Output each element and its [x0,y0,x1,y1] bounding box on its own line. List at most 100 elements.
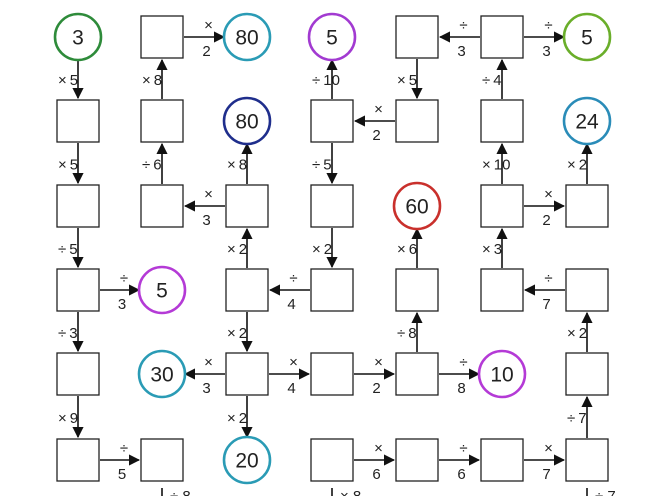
operation-symbol: × [374,440,383,457]
operation-label: × 2 [567,325,587,342]
circle-ring [562,12,612,62]
answer-box[interactable] [395,352,439,396]
answer-box[interactable] [395,268,439,312]
operation-arrow: ÷ 3 [58,312,84,353]
operation-arrow: ÷4 [268,270,310,313]
operation-label: ÷ 7 [567,410,587,427]
operation-number: 8 [457,380,465,397]
operation-arrow: ÷ 6 [142,142,168,184]
answer-box[interactable] [480,99,524,143]
operation-label: × 6 [397,241,417,258]
answer-box[interactable] [140,15,184,59]
operation-label: ÷ 4 [482,72,502,89]
operation-symbol: × [374,354,383,371]
operation-arrow: ÷3 [438,17,480,60]
answer-box[interactable] [310,184,354,228]
operation-arrow: ×2 [353,101,395,144]
operation-label: × 2 [567,157,587,174]
operation-arrow: × 2 [567,311,593,352]
answer-box[interactable] [225,268,269,312]
answer-box[interactable] [140,438,184,482]
operation-symbol: × [544,186,553,203]
operation-number: 2 [372,127,380,144]
operation-arrow: × 9 [58,396,84,439]
operation-arrow: ×2 [354,354,396,397]
answer-box[interactable] [225,352,269,396]
circle-value: 20 [235,450,258,473]
operation-label: × 3 [482,241,502,258]
arrows-layer: ×2÷3÷3× 5× 8÷ 10× 5÷ 4×2× 5÷ 6× 8÷ 5× 10… [58,17,616,496]
number-circle: 60 [392,181,442,231]
answer-box[interactable] [480,184,524,228]
operation-number: 2 [542,212,550,229]
operation-symbol: × [204,186,213,203]
answer-box[interactable] [56,268,100,312]
operation-symbol: ÷ [459,17,467,34]
answer-box[interactable] [310,268,354,312]
answer-box[interactable] [480,438,524,482]
answer-box[interactable] [56,438,100,482]
answer-box[interactable] [140,184,184,228]
operation-arrow: ÷7 [523,270,565,313]
operation-label: ÷ 5 [312,157,332,174]
operation-symbol: × [289,354,298,371]
number-circle: 24 [562,96,612,146]
answer-box[interactable] [56,352,100,396]
circle-ring [392,181,442,231]
operation-arrow: × 8 [142,58,168,99]
answer-box[interactable] [310,99,354,143]
operation-arrow: × 5 [58,143,84,185]
operation-symbol: ÷ [459,354,467,371]
operation-arrow: ÷3 [100,270,141,313]
operation-label: × 2 [312,241,332,258]
circle-value: 24 [575,111,599,134]
answer-box[interactable] [395,15,439,59]
answer-box[interactable] [480,268,524,312]
operation-number: 2 [202,43,210,60]
operation-arrow: ÷8 [439,354,481,397]
operation-arrow: ÷ 5 [312,143,338,185]
circle-ring [137,349,187,399]
operation-arrow: ÷5 [100,440,141,483]
operation-number: 3 [457,43,465,60]
partial-arrow: ÷ 7 [586,488,616,496]
number-circle: 5 [307,12,357,62]
answer-box[interactable] [310,352,354,396]
operation-arrow: ÷ 10 [312,58,340,99]
answer-box[interactable] [565,268,609,312]
answer-box[interactable] [140,99,184,143]
operation-arrow: ×4 [269,354,311,397]
operation-symbol: × [544,440,553,457]
answer-box[interactable] [565,184,609,228]
operation-arrow: × 5 [58,59,84,100]
operation-arrow: ×3 [183,354,225,397]
circle-ring [53,12,103,62]
answer-box[interactable] [225,184,269,228]
operation-arrow: × 2 [567,142,593,184]
answer-box[interactable] [480,15,524,59]
operation-label: ÷ 5 [58,241,78,258]
operation-label: × 5 [58,72,78,89]
answer-box[interactable] [395,438,439,482]
circle-value: 3 [72,27,84,50]
operation-arrow: ÷3 [524,17,566,60]
circle-ring [137,265,187,315]
circle-ring [307,12,357,62]
partial-arrow: × 8 [331,488,361,496]
operation-symbol: × [374,101,383,118]
answer-box[interactable] [395,99,439,143]
answer-box[interactable] [565,352,609,396]
operation-arrow: × 8 [227,142,253,184]
operation-label: × 10 [482,157,510,174]
answer-box[interactable] [565,438,609,482]
answer-box[interactable] [310,438,354,482]
operation-arrow: ×2 [524,186,566,229]
answer-box[interactable] [56,99,100,143]
operation-label: ÷ 8 [170,488,191,496]
operation-number: 3 [542,43,550,60]
operation-arrow: ÷ 5 [58,228,84,269]
operation-symbol: ÷ [120,270,128,287]
answer-box[interactable] [56,184,100,228]
number-circle: 5 [137,265,187,315]
